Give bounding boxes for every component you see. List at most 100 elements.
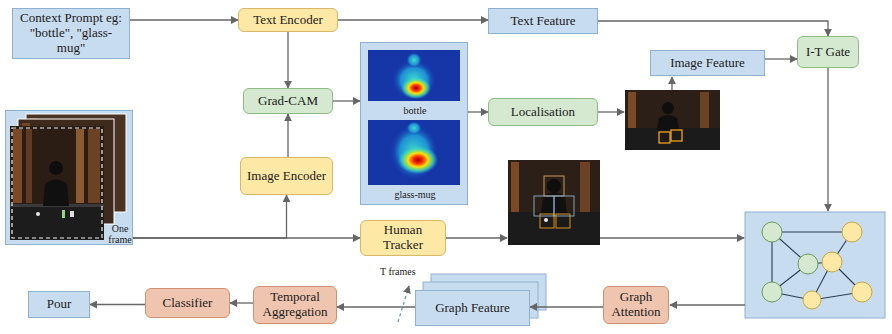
classifier-box: Classifier [145, 288, 230, 318]
flow-arrow [530, 306, 603, 307]
tracker-image [534, 196, 554, 216]
image-arrow [827, 68, 828, 211]
tracker-image [544, 218, 548, 222]
video-frames [62, 210, 65, 218]
graph-panel [798, 254, 818, 274]
node-label: Graph Attention [609, 290, 663, 320]
tracker-image [544, 176, 564, 196]
heatmap-bottle [368, 50, 460, 101]
process-box: Grad-CAM [243, 88, 333, 114]
node-label: Temporal Aggregation [259, 290, 331, 320]
flow-arrow [287, 114, 288, 157]
video-frames [10, 114, 126, 240]
heatmap-glass-mug [398, 146, 438, 174]
heatmap-bottle [401, 77, 431, 99]
video-frames [10, 204, 104, 240]
panel-fill [5, 42, 468, 245]
node-label: Image Feature [670, 56, 745, 71]
video-frames [88, 129, 100, 203]
node-label: Graph Feature [435, 301, 510, 316]
graph-panel [762, 282, 782, 302]
flow-arrow [468, 111, 488, 112]
video-frames [12, 128, 102, 238]
flow-arrow [133, 237, 360, 238]
localisation-image [659, 132, 670, 143]
localisation-image [628, 92, 636, 128]
graph-panel [852, 282, 872, 302]
encoder-box: Text Encoder [238, 8, 338, 32]
panel-caption: glass-mug [361, 189, 469, 200]
flow-arrow [765, 58, 797, 59]
video-frames [76, 129, 84, 203]
panel-fill [5, 110, 133, 245]
node-label: I-T Gate [806, 45, 850, 60]
tracker-image [508, 160, 600, 245]
tracker-image [556, 214, 570, 228]
localisation-image [625, 90, 720, 150]
image-arrow [670, 304, 745, 305]
localisation-image [662, 102, 674, 114]
tracker-image [554, 196, 574, 216]
annotation-label: T frames [380, 266, 416, 277]
panel-caption: bottle [361, 105, 469, 116]
tracker-image [540, 214, 554, 228]
graph-panel [842, 222, 862, 242]
graph-panel [822, 252, 842, 272]
video-frames [10, 126, 104, 240]
image-arrow [671, 77, 672, 90]
heatmap-bottle [368, 50, 460, 101]
video-frames [26, 129, 32, 203]
flow-arrow [337, 306, 415, 307]
graph-panel [745, 212, 885, 318]
aggregation-box: Temporal Aggregation [253, 286, 337, 324]
output-box: Pour [28, 291, 90, 318]
image-arrow [398, 68, 828, 322]
heatmap-glass-mug [368, 120, 460, 185]
node-label: Image Encoder [247, 169, 326, 184]
node-label: Text Feature [510, 14, 575, 29]
localisation-image [657, 115, 679, 130]
input-box: Context Prompt eg: "bottle", "glass-mug" [12, 8, 130, 59]
process-box: Localisation [488, 98, 598, 126]
heatmap-glass-mug [406, 121, 422, 135]
node-label: Context Prompt eg: "bottle", "glass-mug" [18, 11, 124, 56]
node-label: Grad-CAM [258, 94, 318, 109]
localisation-image [671, 130, 682, 141]
graph-panel [803, 291, 821, 309]
feature-box: Image Feature [650, 50, 765, 76]
attention-box: Graph Attention [603, 286, 669, 324]
graph-panel [772, 231, 852, 232]
image-arrow [598, 111, 624, 112]
tracker-image [508, 160, 600, 245]
tracker-image [547, 179, 561, 193]
video-frames [43, 180, 69, 207]
encoder-box: Image Encoder [240, 157, 333, 195]
image-arrow [398, 286, 409, 322]
panel-fill [360, 42, 468, 205]
tracker-image [508, 212, 600, 245]
flow-arrow [230, 302, 253, 303]
graph-panel [745, 212, 885, 318]
tracker-image [580, 162, 590, 212]
video-frames [13, 129, 22, 203]
localisation-image [625, 90, 720, 150]
graph-panel [762, 222, 782, 242]
flow-arrow [287, 32, 288, 88]
heatmap-bottle [406, 52, 422, 68]
video-frames [36, 212, 40, 216]
flow-arrow [133, 195, 287, 238]
image-arrow [446, 237, 507, 238]
image-arrow [600, 237, 744, 238]
localisation-image [700, 92, 709, 128]
node-label: Human Tracker [366, 223, 440, 253]
node-label: Pour [47, 297, 72, 312]
feature-box: Text Feature [488, 8, 598, 34]
localisation-image [625, 128, 720, 150]
graph-panel [772, 232, 862, 300]
flow-arrow [90, 304, 145, 305]
node-label: Localisation [511, 105, 575, 120]
frame-panel: One frame [5, 110, 133, 245]
feature-box: Graph Feature [415, 290, 530, 326]
flow-arrow [130, 19, 238, 20]
